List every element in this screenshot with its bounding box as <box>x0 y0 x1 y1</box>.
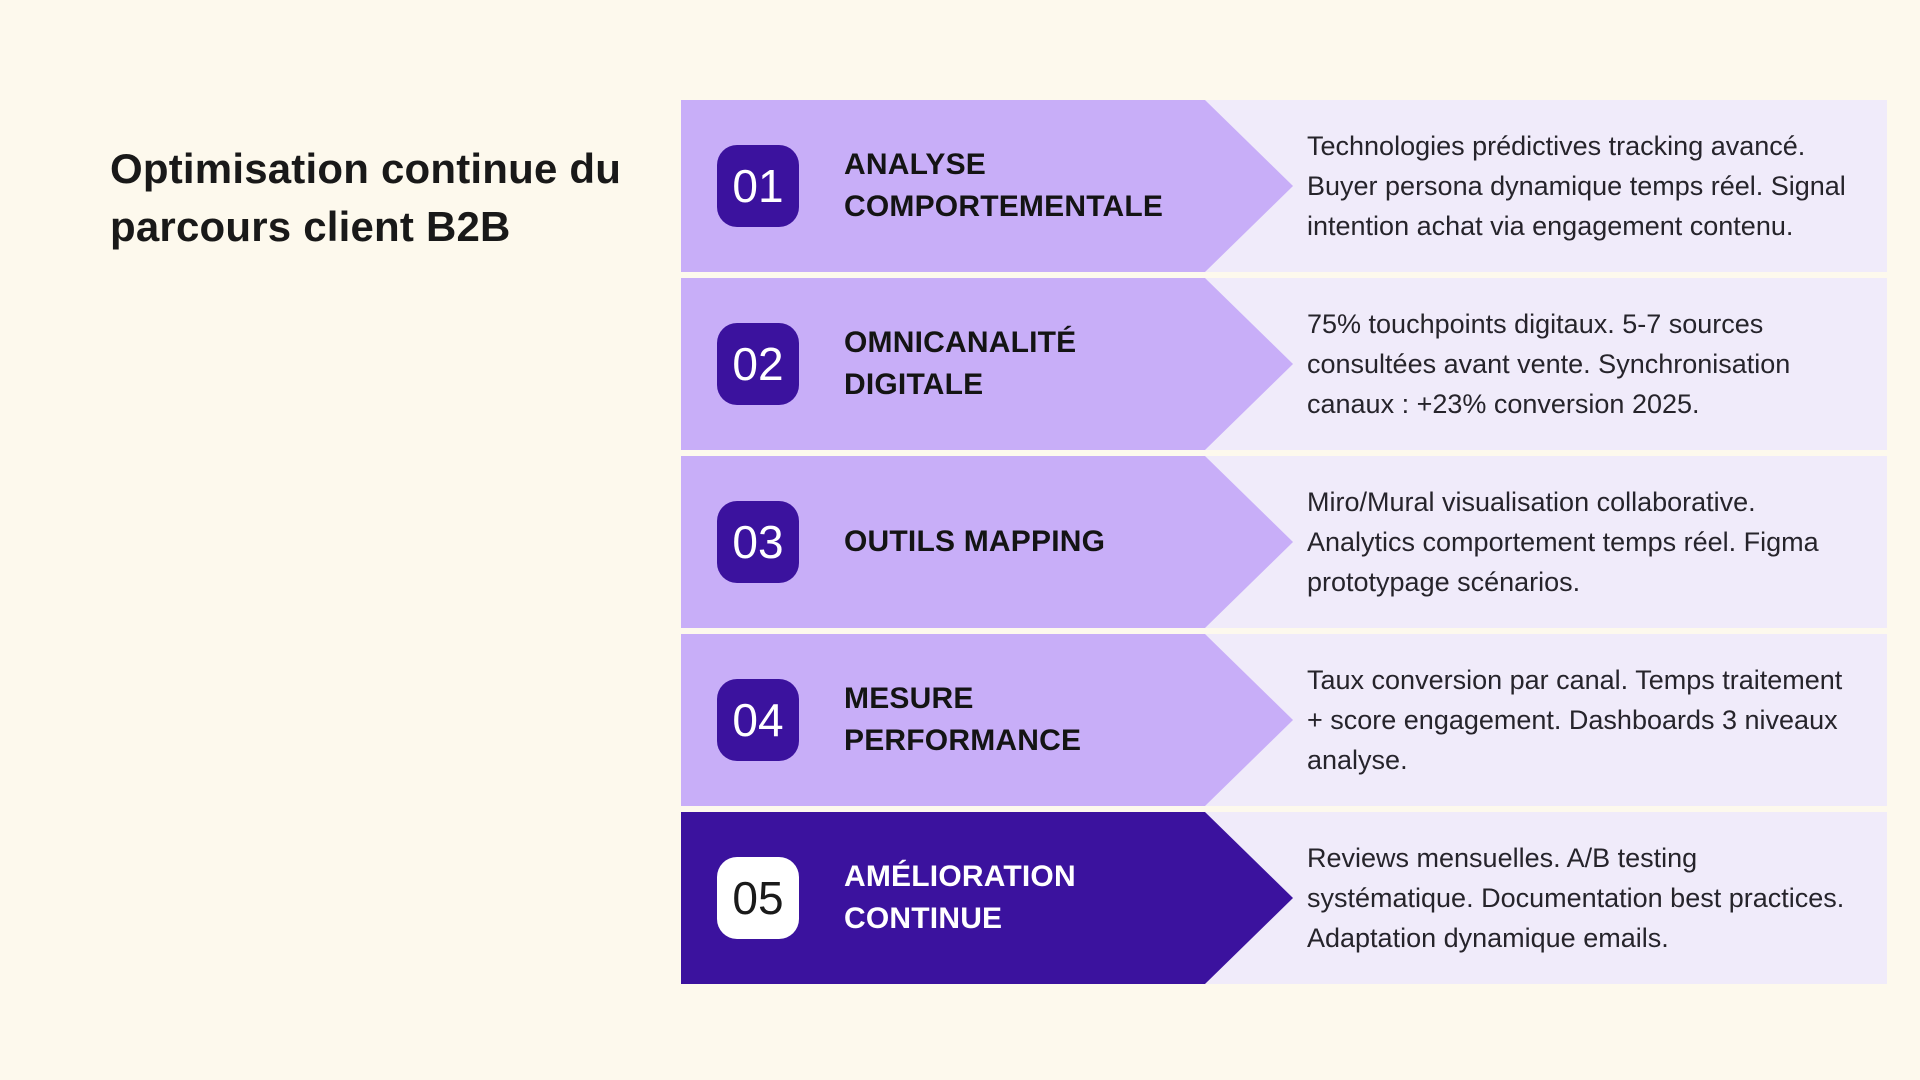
process-step-row: Miro/Mural visualisation collaborative. … <box>0 456 1920 628</box>
step-description: Taux conversion par canal. Temps traitem… <box>1307 665 1843 775</box>
step-arrow-banner: 03 OUTILS MAPPING <box>681 456 1293 628</box>
step-number-badge: 01 <box>717 145 799 227</box>
step-title: MESURE PERFORMANCE <box>844 682 1082 757</box>
process-step-row: 75% touchpoints digitaux. 5-7 sources co… <box>0 278 1920 450</box>
step-number-badge: 05 <box>717 857 799 939</box>
step-arrow-banner: 05 AMÉLIORATION CONTINUE <box>681 812 1293 984</box>
step-description-panel: Miro/Mural visualisation collaborative. … <box>1205 456 1887 628</box>
step-number-badge: 04 <box>717 679 799 761</box>
step-number-badge: 03 <box>717 501 799 583</box>
step-description-panel: Technologies prédictives tracking avancé… <box>1205 100 1887 272</box>
step-arrow-banner: 02 OMNICANALITÉ DIGITALE <box>681 278 1293 450</box>
step-description-panel: 75% touchpoints digitaux. 5-7 sources co… <box>1205 278 1887 450</box>
step-description-panel: Reviews mensuelles. A/B testing systémat… <box>1205 812 1887 984</box>
step-title: OUTILS MAPPING <box>844 525 1106 558</box>
step-description-panel: Taux conversion par canal. Temps traitem… <box>1205 634 1887 806</box>
step-title: OMNICANALITÉ DIGITALE <box>844 326 1077 401</box>
process-step-row: Taux conversion par canal. Temps traitem… <box>0 634 1920 806</box>
step-description: Miro/Mural visualisation collaborative. … <box>1307 487 1819 597</box>
step-description: 75% touchpoints digitaux. 5-7 sources co… <box>1307 309 1791 419</box>
step-title: ANALYSE COMPORTEMENTALE <box>844 148 1164 223</box>
process-step-row: Technologies prédictives tracking avancé… <box>0 100 1920 272</box>
step-arrow-banner: 01 ANALYSE COMPORTEMENTALE <box>681 100 1293 272</box>
step-title: AMÉLIORATION CONTINUE <box>844 860 1076 935</box>
process-step-row: Reviews mensuelles. A/B testing systémat… <box>0 812 1920 984</box>
page-title: Optimisation continue du parcours client… <box>110 145 622 250</box>
step-description: Technologies prédictives tracking avancé… <box>1307 131 1846 241</box>
step-description: Reviews mensuelles. A/B testing systémat… <box>1307 843 1845 953</box>
step-arrow-banner: 04 MESURE PERFORMANCE <box>681 634 1293 806</box>
step-number-badge: 02 <box>717 323 799 405</box>
